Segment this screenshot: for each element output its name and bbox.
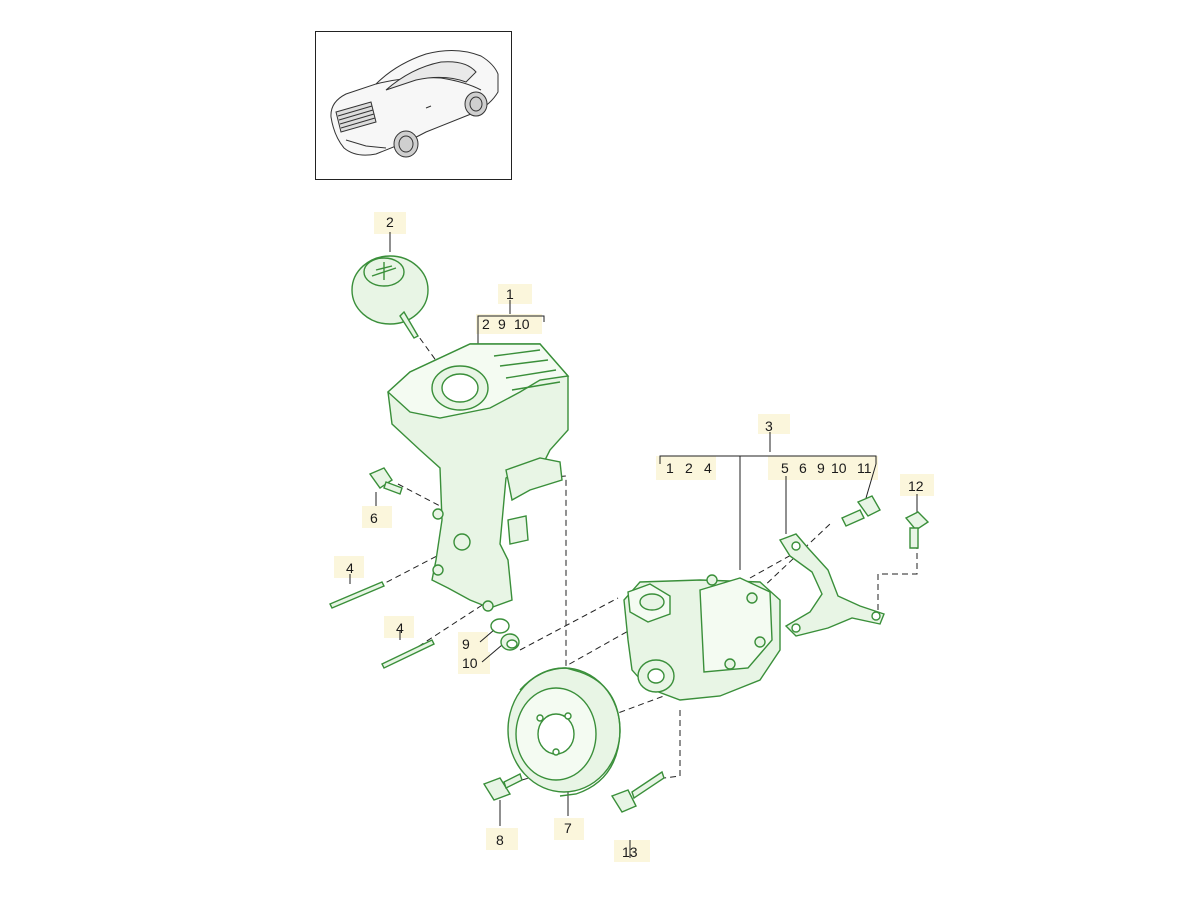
callout-1-sub-a: 2 <box>482 316 490 332</box>
o-ring-9 <box>490 618 510 634</box>
pulley-hole-c <box>552 748 560 756</box>
callout-3-sub-a1: 1 <box>666 460 674 476</box>
callout-7-label: 7 <box>564 820 572 836</box>
pulley-7-grooves <box>519 667 621 797</box>
reservoir-outlet <box>505 457 563 502</box>
part-drawings <box>329 255 930 813</box>
bracket-hole-c <box>871 611 881 621</box>
callout-3-sub-b4: 10 <box>831 460 847 476</box>
callout-2-label: 2 <box>386 214 394 230</box>
label-bg <box>758 414 790 434</box>
pump-bolt-c <box>754 636 766 648</box>
label-bg <box>486 828 518 850</box>
bolt-12-head <box>904 511 930 531</box>
label-bg <box>458 652 490 674</box>
bolt-11-shank <box>841 509 865 527</box>
bolt-8-shank <box>503 773 523 789</box>
pump-bolt-b <box>746 592 758 604</box>
mount-hole-a <box>432 508 444 520</box>
reservoir-cap-grip <box>371 262 397 280</box>
label-bg <box>614 840 650 862</box>
callout-3-sub-b5: 11 <box>857 460 872 476</box>
reservoir-opening <box>441 373 479 403</box>
label-bg <box>334 556 364 578</box>
callout-12-label: 12 <box>908 478 924 494</box>
callout-3-sub-a2: 2 <box>685 460 693 476</box>
callout-3-sub-b2: 6 <box>799 460 807 476</box>
reservoir-hose-stub <box>507 515 529 545</box>
callout-8-label: 8 <box>496 832 504 848</box>
reservoir-cap-dipstick <box>399 310 419 339</box>
pin-4-upper <box>329 581 385 609</box>
bracket-hole-b <box>791 623 801 633</box>
fitting-10-bore <box>506 639 518 649</box>
bracket-hole-a <box>791 541 801 551</box>
label-bg <box>458 632 488 654</box>
label-bg <box>900 474 934 496</box>
mount-boss <box>453 533 471 551</box>
bolt-8-head <box>482 777 512 801</box>
label-bg <box>374 212 406 234</box>
label-bg <box>656 456 716 480</box>
bracket-5 <box>778 533 885 637</box>
label-bg <box>498 284 532 304</box>
bolt-6-shank <box>383 481 403 495</box>
reservoir-ribs <box>493 349 561 391</box>
callout-1-sub-b: 9 <box>498 316 506 332</box>
callout-1-sub-c: 10 <box>514 316 530 332</box>
label-bg <box>476 314 542 334</box>
callout-3-sub-a3: 4 <box>704 460 712 476</box>
pulley-hole-a <box>536 714 544 722</box>
mount-hole-c <box>482 600 494 612</box>
callout-3-sub-b1: 5 <box>781 460 789 476</box>
pump-inlet-port <box>639 593 665 611</box>
callout-3-sub-b3: 9 <box>817 460 825 476</box>
label-bg <box>362 506 392 528</box>
callout-6-label: 6 <box>370 510 378 526</box>
callout-1-label: 1 <box>506 286 514 302</box>
pulley-7-hub <box>537 713 575 755</box>
pump-bolt-d <box>724 658 736 670</box>
bolt-13-head <box>610 789 637 813</box>
mount-hole-b <box>432 564 444 576</box>
callout-4a-label: 4 <box>346 560 354 576</box>
label-bg <box>384 616 414 638</box>
bolt-13-shank <box>631 770 665 800</box>
callout-9-label: 9 <box>462 636 470 652</box>
callout-4b-label: 4 <box>396 620 404 636</box>
bolt-11-head <box>856 495 881 517</box>
pump-shaft <box>647 668 665 684</box>
vehicle-thumbnail <box>315 31 512 180</box>
callout-3-label: 3 <box>765 418 773 434</box>
callout-10-label: 10 <box>462 655 478 671</box>
callout-13-label: 13 <box>622 844 638 860</box>
car-outline-icon <box>330 50 499 158</box>
pump-bolt-a <box>706 574 718 586</box>
pin-4-lower <box>381 639 435 669</box>
label-bg <box>554 818 584 840</box>
bolt-12-shank <box>909 527 919 549</box>
leader-lines <box>349 232 918 858</box>
pulley-hole-b <box>564 712 572 720</box>
